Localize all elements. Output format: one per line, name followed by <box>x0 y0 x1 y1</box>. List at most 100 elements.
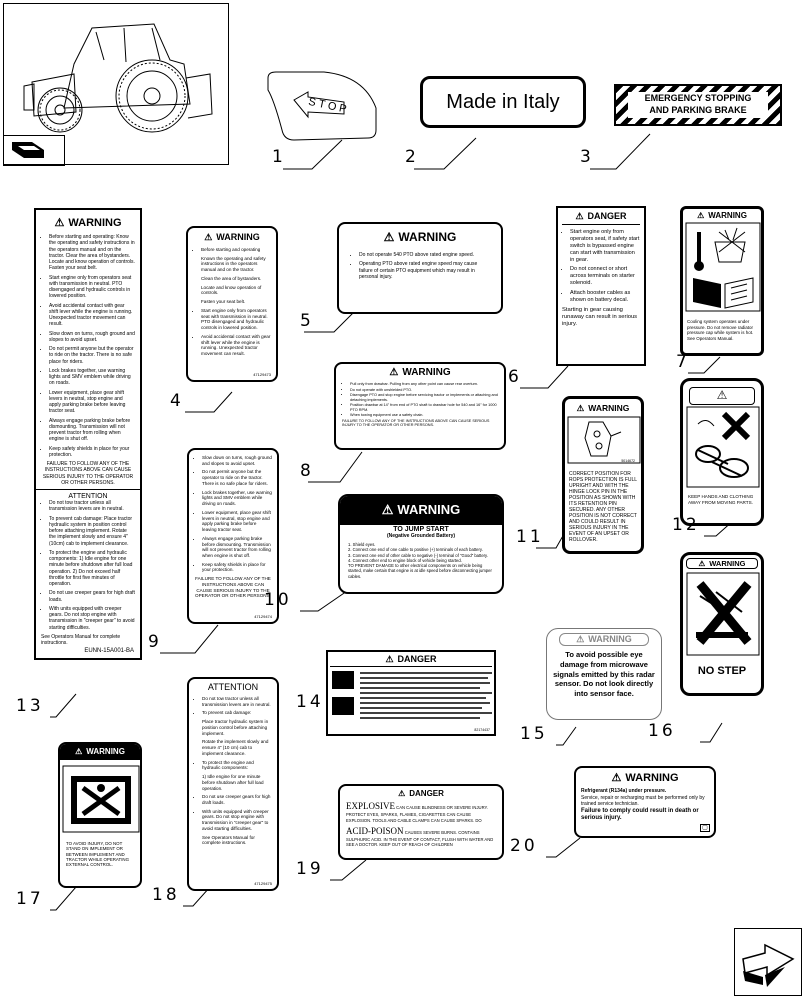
callout-7: 7 <box>676 352 690 372</box>
decal-18-title: ATTENTION <box>207 682 259 692</box>
tractor-thumbnail <box>3 3 229 166</box>
callout-4: 4 <box>170 391 184 411</box>
decal-9-warning: Slow down on turns, rough ground and slo… <box>187 448 279 624</box>
decal-17-warning: ⚠WARNING TO AVOID INJURY, DO NOT STAND O… <box>58 742 142 888</box>
decal-12-caption: KEEP HANDS AND CLOTHING AWAY FROM MOVING… <box>688 494 754 505</box>
decal-20-refrigerant-warning: ⚠WARNING Refrigerant (R134a) under press… <box>574 766 716 838</box>
decal-17-title: WARNING <box>86 747 125 756</box>
decal-1-stop-tag: STOP <box>264 70 384 142</box>
warning-triangle-icon: ⚠ <box>54 217 65 229</box>
radiator-pressure-icon <box>685 222 761 312</box>
decal-11-title: WARNING <box>588 403 630 413</box>
decal-11-rops-warning: ⚠WARNING 5014672 CORRECT POSITION FOR RO… <box>562 396 644 554</box>
warning-triangle-icon: ⚠ <box>204 232 213 242</box>
decal-16-title: WARNING <box>709 559 746 568</box>
decal-4-item: Avoid accidental contact with gear shift… <box>201 334 271 357</box>
decal-8-item: When towing equipment use a safety chain… <box>350 413 498 418</box>
decal-6-footer: Starting in gear causing runaway can res… <box>562 306 638 328</box>
decal-5-item: Operating PTO above rated engine speed m… <box>359 261 489 280</box>
decal-13-item2: To protect the engine and hydraulic comp… <box>49 550 135 588</box>
decal-13-item: Lower equipment, place gear shift levers… <box>49 390 135 415</box>
decal-4-title: WARNING <box>216 232 260 242</box>
warning-triangle-icon: ⚠ <box>383 230 395 244</box>
callout-19: 19 <box>296 859 324 879</box>
decal-14-code: 82174437 <box>474 728 490 732</box>
warning-triangle-icon: ⚠ <box>697 211 705 220</box>
danger-fine-print-icon <box>332 671 492 719</box>
decal-16-caption: NO STEP <box>697 665 747 677</box>
decal-18-item: With units equipped with creeper gears. … <box>202 809 272 832</box>
warning-triangle-icon: ⚠ <box>398 789 406 798</box>
arrow-right-icon <box>742 943 795 987</box>
decal-9-footer: FAILURE TO FOLLOW ANY OF THE INSTRUCTION… <box>195 576 271 599</box>
decal-20-line2: Service, repair or recharging must be pe… <box>581 794 705 808</box>
decal-15-radar-warning: ⚠WARNING To avoid possible eye damage fr… <box>546 628 662 720</box>
decal-5-warning: ⚠WARNING Do not operate 540 PTO above ra… <box>337 222 503 314</box>
warning-triangle-icon: ⚠ <box>575 211 584 221</box>
decal-9-item: Slow down on turns, rough ground and slo… <box>202 455 272 466</box>
callout-8: 8 <box>300 461 314 481</box>
decal-13-code: EUNN-15A001-BA <box>84 648 134 654</box>
decal-18-attention: ATTENTION Do not tow tractor unless all … <box>187 677 279 891</box>
decal-4-code: 47129473 <box>253 372 271 377</box>
warning-triangle-icon: ⚠ <box>576 634 585 644</box>
decal-6-item: Start engine only from operators seat, i… <box>570 229 640 263</box>
decal-8-item: Do not operate with unshielded PTO. <box>350 388 498 393</box>
callout-14: 14 <box>296 692 324 712</box>
decal-8-warning: ⚠WARNING Pull only from drawbar. Pulling… <box>334 362 506 450</box>
callout-3: 3 <box>580 147 594 167</box>
decal-11-caption: CORRECT POSITION FOR ROPS PROTECTION IS … <box>569 471 637 543</box>
decal-6-item: Attach booster cables as shown on batter… <box>570 290 640 304</box>
decal-18-item: 1) Idle engine for one minute before shu… <box>202 774 264 791</box>
thumbnail-corner-tab <box>3 135 65 166</box>
warning-triangle-icon: ⚠ <box>689 387 755 405</box>
decal-13-item2: Do not tow tractor unless all transmissi… <box>49 500 135 513</box>
decal-13-title: WARNING <box>68 217 122 229</box>
callout-16: 16 <box>648 721 676 741</box>
decal-19-t2: CAUSES SEVERE BURNS. CONTAINS SULPHURIC … <box>346 829 494 848</box>
manual-book-icon: ▢ <box>700 824 710 832</box>
decal-4-item: Clean the area of bystanders. <box>201 275 262 281</box>
decal-19-title: DANGER <box>409 789 444 798</box>
decal-18-item: Do not tow tractor unless all transmissi… <box>202 696 272 707</box>
decal-7-title: WARNING <box>708 211 747 220</box>
implement-crush-icon <box>62 765 140 833</box>
decal-20-title: WARNING <box>625 772 679 784</box>
decal-13-item2: To prevent cab damage: Place tractor hyd… <box>49 516 135 547</box>
decal-10-title: WARNING <box>397 502 461 517</box>
warning-triangle-icon: ⚠ <box>75 747 83 756</box>
warning-triangle-icon: ⚠ <box>385 654 394 664</box>
decal-10-step: 4. Connect other end to engine block of … <box>348 557 462 563</box>
decal-9-item: Lower equipment, place gear shift levers… <box>202 510 272 533</box>
decal-18-code: 47129475 <box>254 881 272 886</box>
decal-8-footer: FAILURE TO FOLLOW ANY OF THE INSTRUCTION… <box>342 418 490 428</box>
callout-1: 1 <box>272 147 286 167</box>
decal-3-emergency-brake: EMERGENCY STOPPING AND PARKING BRAKE <box>614 84 782 126</box>
next-page-arrow-box[interactable] <box>734 928 802 996</box>
decal-20-line3: Failure to comply could result in death … <box>581 807 699 822</box>
callout-10: 10 <box>264 590 292 610</box>
decal-18-item: Do not use creeper gears for high draft … <box>202 794 272 805</box>
stop-tag-shape <box>267 71 377 141</box>
decal-10-footer: TO PREVENT DAMAGE to other electrical co… <box>348 563 492 579</box>
decal-7-caption: Cooling system operates under pressure. … <box>687 319 754 341</box>
decal-6-danger: ⚠DANGER Start engine only from operators… <box>556 206 646 366</box>
decal-15-text: To avoid possible eye damage from microw… <box>553 650 655 698</box>
callout-18: 18 <box>152 885 180 905</box>
warning-triangle-icon: ⚠ <box>381 502 394 517</box>
decal-18-item: To prevent cab damage: <box>202 710 272 716</box>
decal-6-title: DANGER <box>587 211 627 221</box>
rops-hinge-icon <box>567 416 641 464</box>
decal-13-item2: With units equipped with creeper gears. … <box>49 606 135 631</box>
decal-14-title: DANGER <box>397 654 437 664</box>
callout-13: 13 <box>16 696 44 716</box>
decal-13-item2: Do not use creeper gears for high draft … <box>49 590 135 603</box>
decal-13-item: Slow down on turns, rough ground and slo… <box>49 331 135 344</box>
emergency-line-1: EMERGENCY STOPPING <box>644 93 752 103</box>
decal-18-item: Rotate the implement slowly and ensure 4… <box>202 739 269 756</box>
decal-10-step: 2. Connect one end of one cable to posit… <box>348 547 483 553</box>
decal-17-caption: TO AVOID INJURY, DO NOT STAND ON IMPLEME… <box>66 841 130 868</box>
decal-10-step: 1. Shield eyes. <box>348 542 376 547</box>
callout-20: 20 <box>510 836 538 856</box>
decal-15-title: WARNING <box>588 634 632 644</box>
